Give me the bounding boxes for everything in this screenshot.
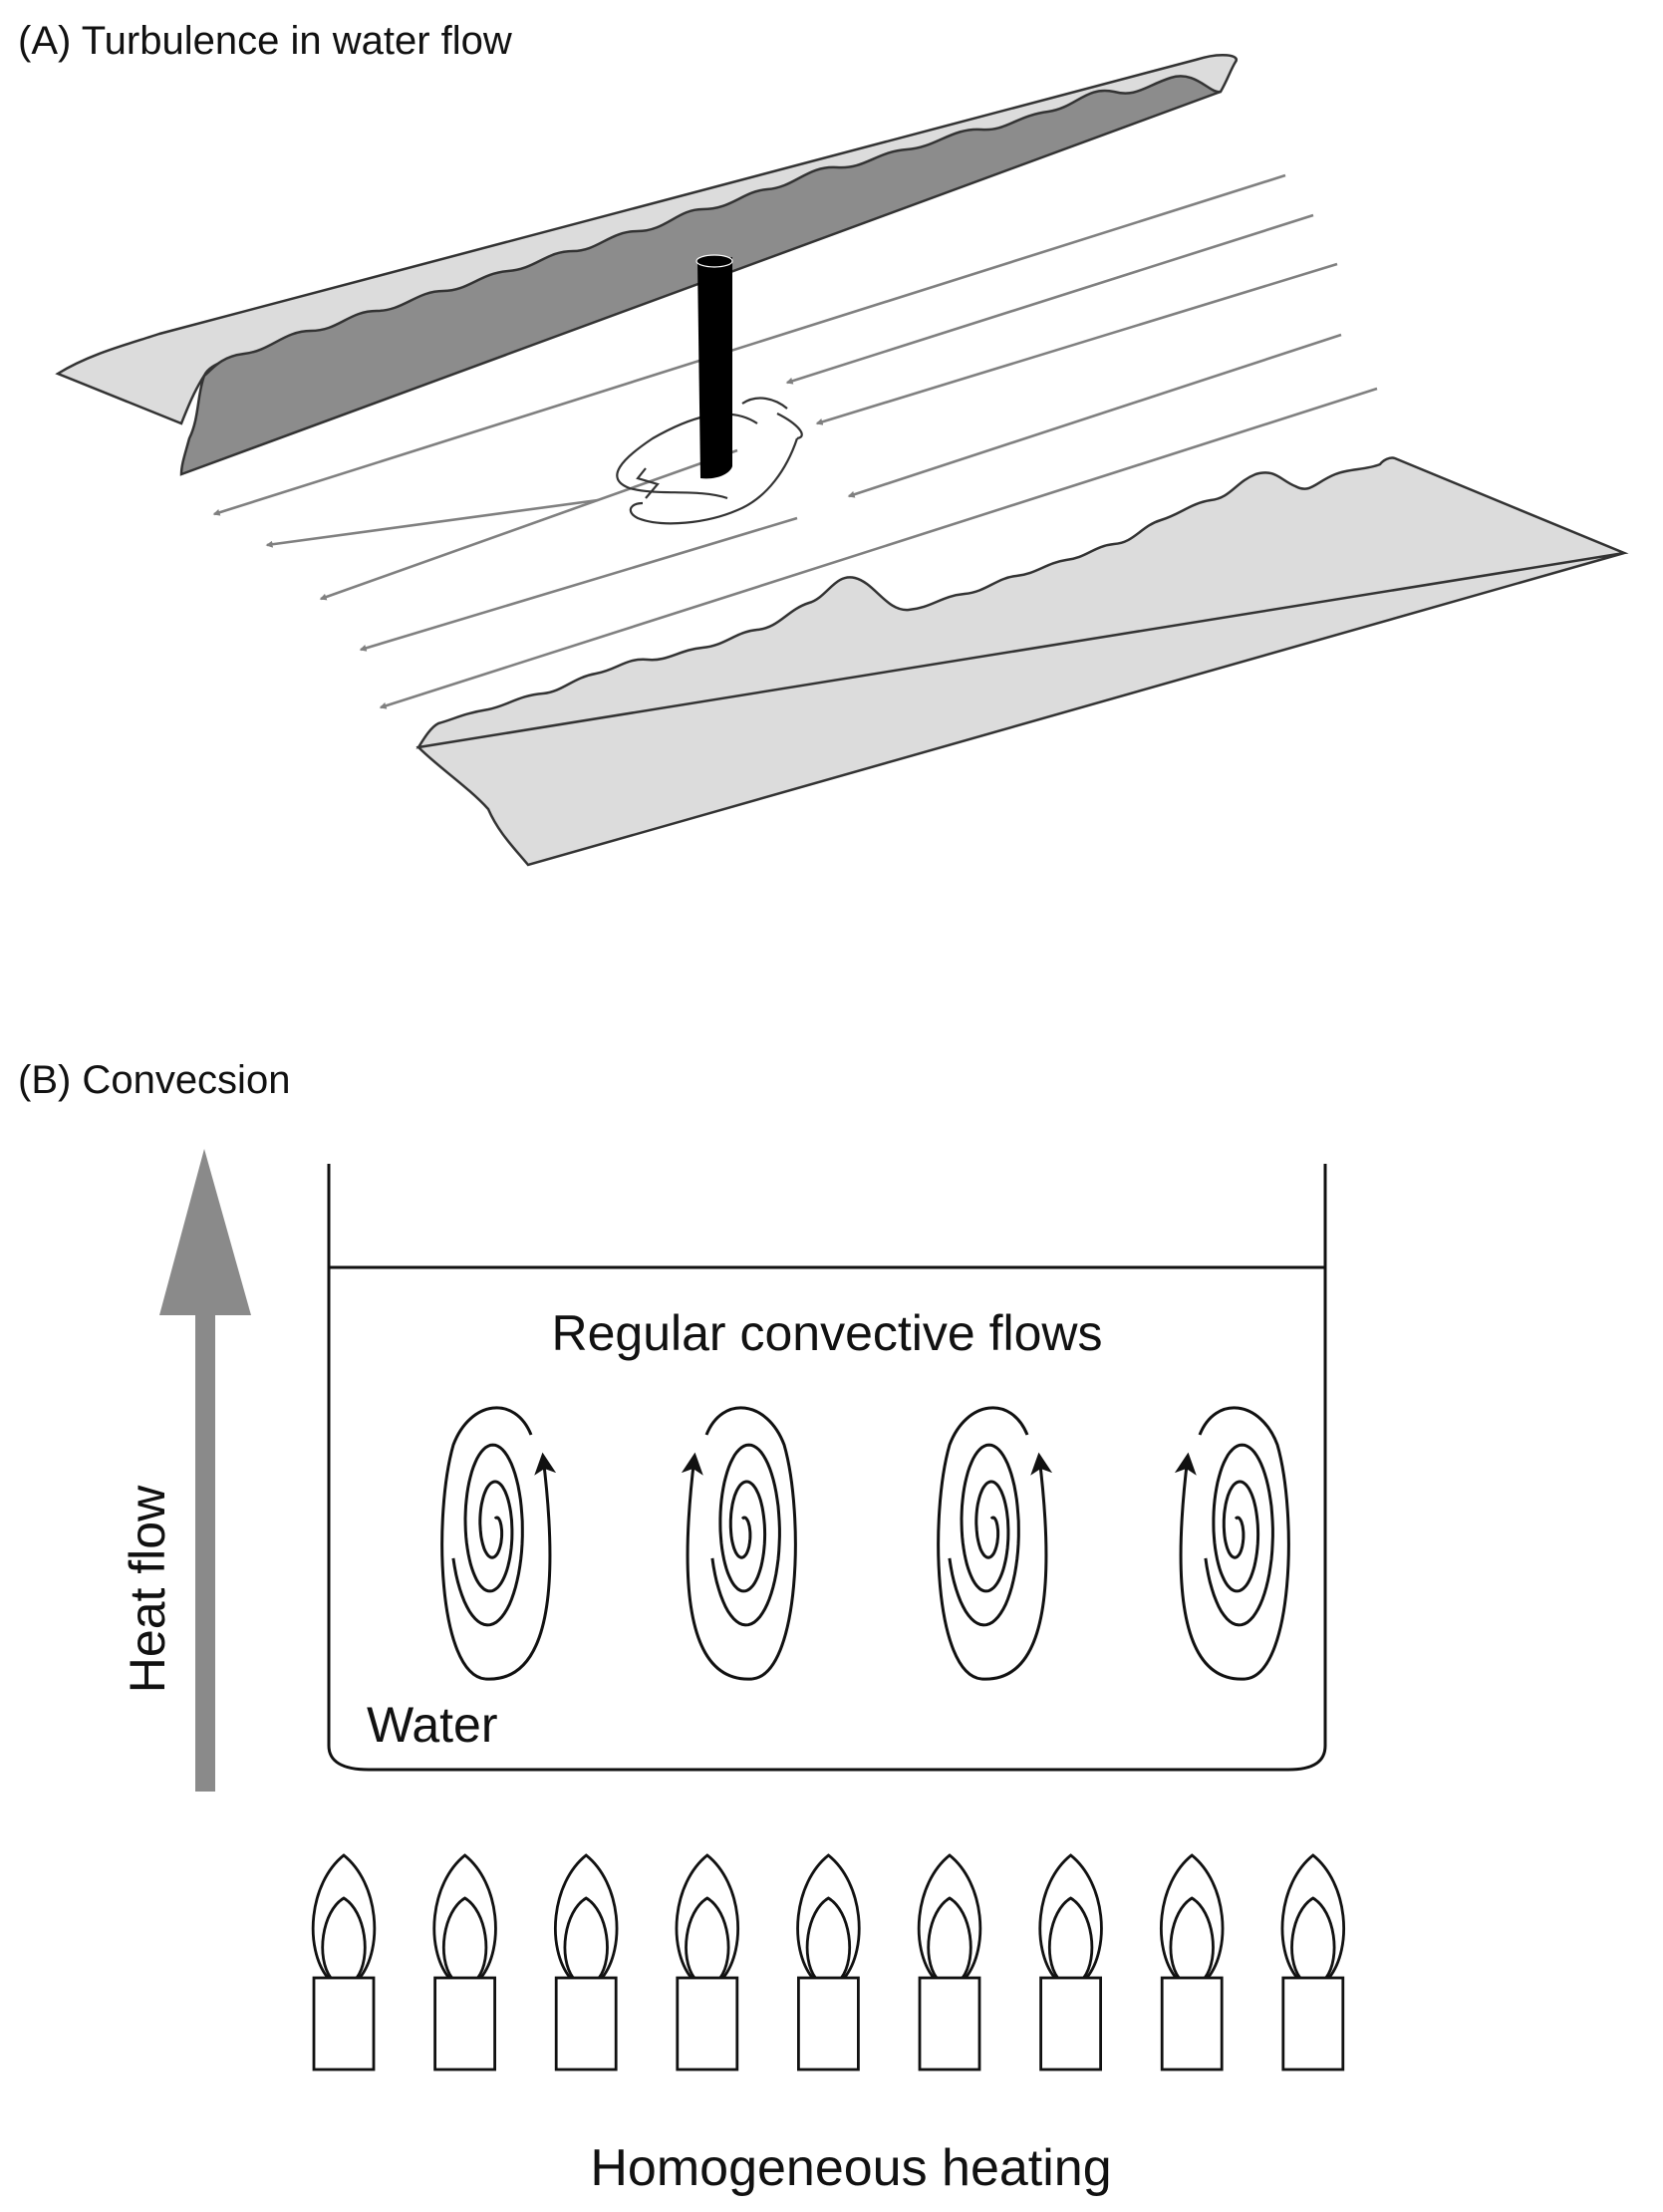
flow-arrow-2 <box>785 213 1314 385</box>
burner <box>1280 1853 1345 2072</box>
candle-icon <box>1281 1976 1345 2072</box>
candle-icon <box>676 1976 739 2072</box>
flame-icon <box>432 1853 497 1979</box>
vortices <box>440 1406 1290 1681</box>
burner <box>432 1853 497 2072</box>
heating-label: Homogeneous heating <box>590 2139 1111 2197</box>
flows-label: Regular convective flows <box>551 1305 1102 1361</box>
candle-icon <box>1039 1976 1102 2072</box>
upper-bank <box>55 54 1238 476</box>
flame-icon <box>796 1853 861 1979</box>
vessel-walls <box>327 1164 1327 1772</box>
candle-icon <box>797 1976 860 2072</box>
flow-arrow-2b <box>265 498 599 548</box>
panel-b-title: (B) Convecsion <box>18 1058 290 1102</box>
candle-icon <box>433 1976 497 2072</box>
vortex-spiral <box>451 1443 524 1627</box>
candle-icon <box>1160 1976 1224 2072</box>
burner <box>1038 1853 1103 2072</box>
flow-arrow-3b <box>319 448 738 601</box>
vessel <box>327 1164 1327 1772</box>
post-icon <box>695 254 733 479</box>
flame-icon <box>1160 1853 1225 1979</box>
vortex-arrow <box>484 1452 557 1681</box>
burner <box>311 1853 377 2072</box>
flow-lines <box>212 173 1378 709</box>
flame-icon <box>311 1853 377 1979</box>
heat-flow-arrow <box>159 1149 251 1792</box>
water-label: Water <box>367 1697 498 1753</box>
flow-arrow-5 <box>379 387 1378 709</box>
burner <box>675 1853 739 2072</box>
candle-icon <box>312 1976 376 2072</box>
vortex-arrow <box>980 1452 1053 1681</box>
vortex-loop <box>440 1406 533 1681</box>
vortex-spiral <box>948 1443 1020 1627</box>
panel-a-title: (A) Turbulence in water flow <box>18 19 512 63</box>
vortex-spiral <box>1204 1443 1274 1627</box>
vortex-arrow <box>681 1452 753 1681</box>
flame-icon <box>554 1853 619 1979</box>
vortex-arrow <box>1174 1452 1247 1681</box>
vortex-icon <box>937 1406 1053 1681</box>
flow-arrow-1 <box>212 173 1286 516</box>
vortex-loop <box>704 1406 797 1681</box>
burners <box>311 1853 1345 2072</box>
candle-icon <box>554 1976 618 2072</box>
flow-arrow-3 <box>815 262 1338 425</box>
heat-flow-label: Heat flow <box>120 1485 175 1693</box>
vortex-icon <box>681 1406 797 1681</box>
vortex-icon <box>1174 1406 1290 1681</box>
burner <box>1160 1853 1225 2072</box>
flame-icon <box>675 1853 739 1979</box>
burner <box>796 1853 861 2072</box>
burner <box>554 1853 619 2072</box>
flame-icon <box>1038 1853 1103 1979</box>
flow-arrow-4b <box>359 516 798 652</box>
burner <box>917 1853 982 2072</box>
flame-icon <box>917 1853 982 1979</box>
candle-icon <box>918 1976 981 2072</box>
vortex-icon <box>440 1406 557 1681</box>
vortex-spiral <box>710 1443 781 1627</box>
vortex-loop <box>937 1406 1029 1681</box>
flame-icon <box>1280 1853 1345 1979</box>
vortex-loop <box>1198 1406 1290 1681</box>
flow-arrow-4 <box>847 333 1342 498</box>
lower-bank <box>416 456 1629 867</box>
